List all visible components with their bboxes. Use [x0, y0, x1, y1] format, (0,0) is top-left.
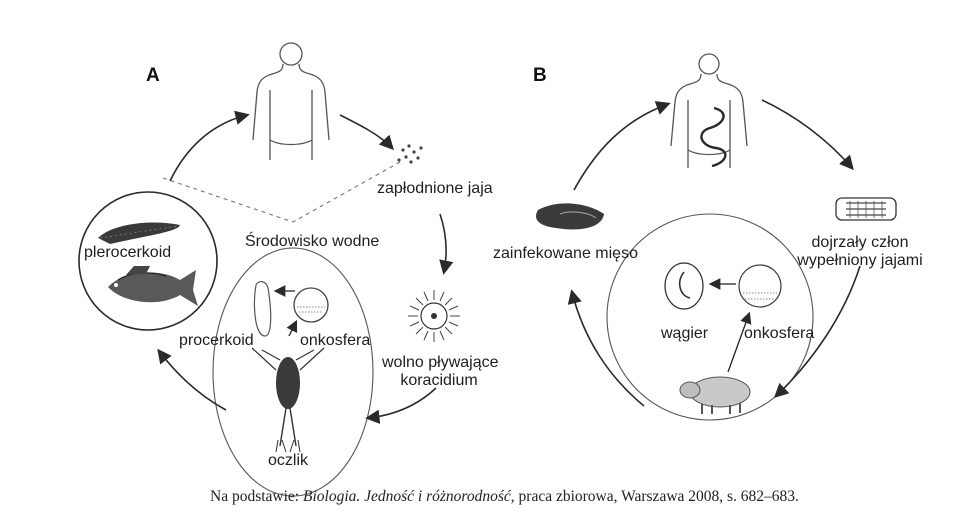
tapeworm-icon [98, 223, 180, 244]
eggs-icon [397, 144, 422, 163]
proglottid-icon [836, 198, 896, 220]
label-cysticercus: wągier [661, 325, 708, 343]
cysticercus-icon [665, 263, 703, 309]
label-proglottid: dojrzały człon wypełniony jajami [790, 234, 930, 271]
label-proglottid-line1: dojrzały człon [790, 234, 930, 252]
human-silhouette-icon [671, 54, 747, 168]
copepod-icon [252, 348, 324, 452]
source-title: Biologia. Jedność i różnorodność [303, 488, 511, 505]
label-oncosphere-a: onkosfera [300, 332, 370, 350]
intestinal-worm-icon [701, 108, 725, 166]
label-infected-meat: zainfekowane mięso [493, 245, 638, 263]
label-fertilized-eggs: zapłodnione jaja [377, 180, 493, 198]
oncosphere-icon [739, 265, 781, 307]
procercoid-icon [254, 282, 270, 336]
panel-a-letter: A [146, 65, 160, 87]
label-oncosphere-b: onkosfera [744, 325, 814, 343]
label-proglottid-line2: wypełniony jajami [790, 252, 930, 270]
label-copepod: oczlik [268, 452, 308, 470]
coracidium-icon [408, 290, 460, 342]
pig-icon [680, 377, 750, 414]
source-citation: Na podstawie: Biologia. Jedność i różnor… [210, 488, 799, 506]
label-plerocercoid: plerocerkoid [84, 244, 171, 262]
oncosphere-icon [294, 288, 328, 322]
panel-a [79, 43, 460, 496]
label-water-environment: Środowisko wodne [245, 233, 379, 251]
label-procercoid: procerkoid [179, 332, 254, 350]
fish-icon [108, 266, 198, 306]
arrow-copepod-to-oncosphere [289, 322, 296, 336]
source-suffix: , praca zbiorowa, Warszawa 2008, s. 682–… [511, 488, 799, 505]
label-coracidium: wolno pływające koracidium [382, 354, 496, 391]
label-coracidium-line2: koracidium [382, 372, 496, 390]
panel-b-letter: B [533, 65, 547, 87]
label-coracidium-line1: wolno pływające [382, 354, 496, 372]
source-prefix: Na podstawie: [210, 488, 303, 505]
meat-icon [536, 203, 604, 229]
human-silhouette-icon [253, 43, 329, 160]
